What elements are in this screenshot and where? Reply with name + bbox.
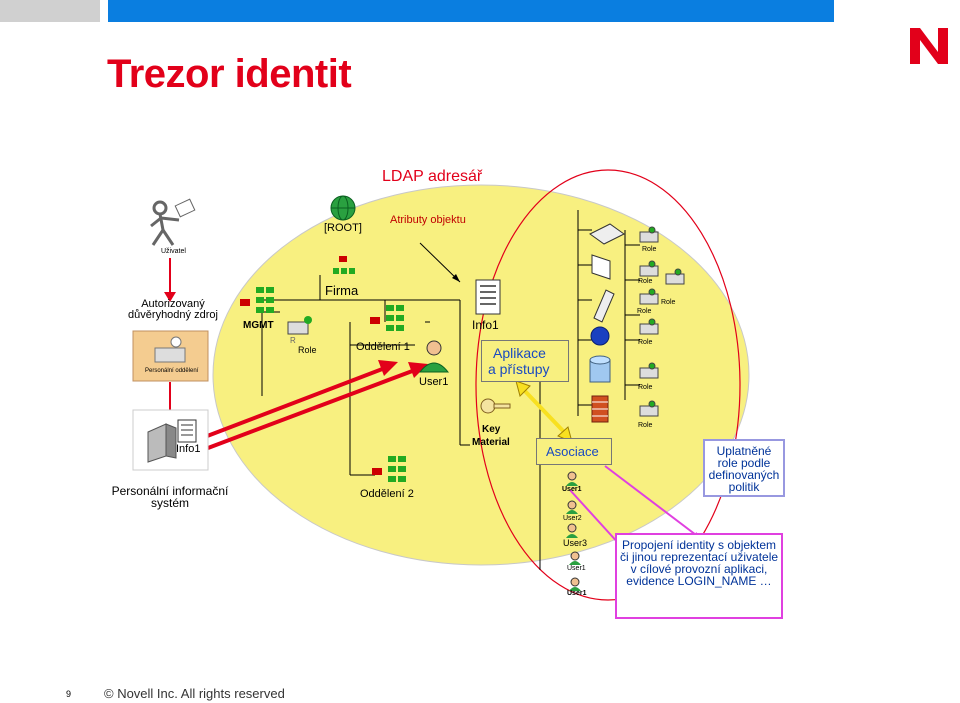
- association-ellipse: [475, 169, 741, 601]
- personnel-dept-label: Personální oddělení: [145, 368, 199, 374]
- database-icon: [589, 355, 611, 383]
- role-label: Role: [638, 384, 653, 391]
- slide-title: Trezor identit: [107, 52, 352, 96]
- mapping-note: Propojení identity s objektem či jinou r…: [615, 533, 783, 619]
- assoc-user-label: User1: [567, 565, 586, 572]
- info1-left-label: Info1: [176, 443, 201, 455]
- dept1-label: Oddělení 1: [356, 341, 410, 353]
- policy-note-line: Uplatněné: [716, 444, 772, 458]
- mapping-note-line: či jinou reprezentací uživatele: [619, 550, 779, 564]
- policy-note-line: politik: [728, 480, 760, 494]
- novell-logo-icon: [910, 28, 948, 64]
- printer-icon: [591, 254, 611, 280]
- info1-document-icon: [475, 279, 501, 315]
- mapping-note-line: Propojení identity s objektem: [621, 538, 777, 552]
- pointer-lines: [569, 465, 701, 546]
- mgmt-label: MGMT: [243, 320, 274, 331]
- person-walking-icon: [150, 198, 196, 246]
- mgmt-org-chart-icon: [240, 287, 274, 313]
- mgmt-role-label: Role: [298, 345, 317, 355]
- user-icon: [418, 340, 450, 373]
- firma-label: Firma: [325, 283, 359, 298]
- role-partial-label: R: [290, 336, 296, 345]
- association-box: [536, 438, 612, 465]
- assoc-user-label: User3: [563, 538, 588, 548]
- policy-note-line: role podle: [717, 456, 771, 470]
- page-number: 9: [66, 689, 72, 699]
- top-bar-blue: [108, 0, 834, 22]
- key-label-line2: Material: [472, 437, 510, 448]
- object-attributes-label: Atributy objektu: [390, 214, 466, 226]
- role-icons: [639, 226, 685, 417]
- hr-system-line1: Personální informační: [111, 484, 229, 498]
- top-bar-gray: [0, 0, 100, 22]
- dept2-org-chart-icon: [372, 456, 406, 482]
- role-label: Role: [661, 299, 676, 306]
- user1-label: User1: [419, 376, 449, 388]
- key-icon: [480, 398, 511, 414]
- uzivatel-label: Uživatel: [161, 248, 186, 255]
- fax-icon: [589, 223, 625, 245]
- root-label: [ROOT]: [324, 222, 362, 234]
- hr-system-line2: systém: [150, 496, 189, 510]
- auth-source-line2: důvěryhodný zdroj: [128, 309, 218, 321]
- mgmt-role-icon: [287, 316, 312, 335]
- firewall-icon: [591, 395, 609, 423]
- policy-note-line: definovaných: [708, 468, 780, 482]
- auth-source-line1: Autorizovaný: [141, 298, 205, 310]
- globe-icon: [330, 195, 356, 221]
- attributes-connector: [419, 242, 461, 283]
- association-user-icons: [566, 471, 581, 591]
- info1-label: Info1: [472, 318, 499, 332]
- role-label: Role: [638, 422, 653, 429]
- hr-flow-arrows: [164, 258, 428, 450]
- role-label: Role: [642, 246, 657, 253]
- copyright: © Novell Inc. All rights reserved: [104, 686, 285, 701]
- mapping-note-line: evidence LOGIN_NAME …: [626, 574, 772, 588]
- ldap-title: LDAP adresář: [382, 168, 483, 185]
- org-chart-icon: [333, 256, 355, 274]
- assoc-user-label: User2: [563, 515, 582, 522]
- dept2-label: Oddělení 2: [360, 488, 414, 500]
- key-label-line1: Key: [482, 424, 501, 435]
- server-icon: [147, 423, 177, 463]
- apps-box: [481, 340, 569, 382]
- role-label: Role: [638, 278, 653, 285]
- pda-icon: [593, 289, 615, 323]
- assoc-user-label: User1: [562, 486, 582, 493]
- role-label: Role: [637, 308, 652, 315]
- globe-app-icon: [590, 326, 610, 346]
- association-label: Asociace: [546, 444, 599, 459]
- policy-note: Uplatněné role podle definovaných politi…: [703, 439, 785, 497]
- apps-label-line2: a přístupy: [488, 361, 550, 377]
- dept1-org-chart-icon: [370, 305, 404, 331]
- mapping-note-line: v cílové provozní aplikaci,: [630, 562, 768, 576]
- apps-label-line1: Aplikace: [493, 345, 546, 361]
- role-label: Role: [638, 339, 653, 346]
- assoc-user-label: User1: [567, 590, 587, 597]
